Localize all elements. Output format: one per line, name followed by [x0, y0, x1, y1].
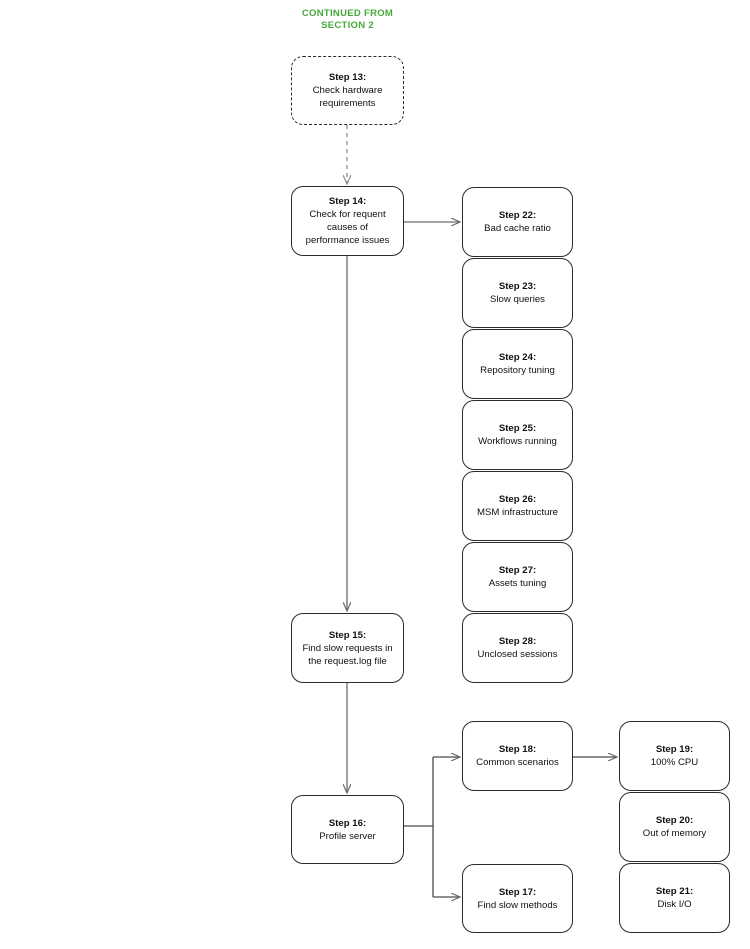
node-step19-title: Step 19:: [655, 744, 694, 755]
node-step24-desc: Repository tuning: [480, 365, 555, 376]
node-step21-desc: Disk I/O: [657, 899, 692, 910]
node-step15-desc: Find slow requests in the request.log fi…: [302, 642, 393, 667]
node-step25-desc: Workflows running: [478, 436, 557, 447]
node-step21-title: Step 21:: [655, 886, 694, 897]
node-step19[interactable]: Step 19: 100% CPU: [619, 721, 730, 791]
node-step17[interactable]: Step 17: Find slow methods: [462, 864, 573, 933]
node-step25[interactable]: Step 25: Workflows running: [462, 400, 573, 470]
node-step13-desc: Check hardware requirements: [312, 85, 383, 109]
node-step27-title: Step 27:: [498, 565, 537, 576]
node-step14[interactable]: Step 14: Check for requent causes of per…: [291, 186, 404, 256]
node-step27-desc: Assets tuning: [488, 578, 547, 589]
node-step16-title: Step 16:: [328, 817, 367, 829]
node-step28-title: Step 28:: [498, 636, 537, 647]
node-step22[interactable]: Step 22: Bad cache ratio: [462, 187, 573, 257]
node-step17-title: Step 17:: [498, 886, 537, 898]
node-step14-desc: Check for requent causes of performance …: [305, 209, 390, 246]
node-step25-title: Step 25:: [498, 423, 537, 434]
node-step22-desc: Bad cache ratio: [484, 223, 551, 234]
node-step26-title: Step 26:: [498, 494, 537, 505]
node-step26-desc: MSM infrastructure: [476, 507, 559, 518]
node-step27[interactable]: Step 27: Assets tuning: [462, 542, 573, 612]
node-step20-desc: Out of memory: [642, 828, 707, 839]
continued-from-label: CONTINUED FROM SECTION 2: [301, 8, 394, 31]
node-step20[interactable]: Step 20: Out of memory: [619, 792, 730, 862]
node-step14-title: Step 14:: [328, 196, 367, 207]
node-step18[interactable]: Step 18: Common scenarios: [462, 721, 573, 791]
node-step15[interactable]: Step 15: Find slow requests in the reque…: [291, 613, 404, 683]
node-step15-title: Step 15:: [328, 629, 367, 641]
node-step23-desc: Slow queries: [490, 294, 545, 305]
node-step24-title: Step 24:: [498, 352, 537, 363]
node-step21[interactable]: Step 21: Disk I/O: [619, 863, 730, 933]
node-step17-desc: Find slow methods: [477, 899, 558, 911]
node-step22-title: Step 22:: [498, 210, 537, 221]
node-step13[interactable]: Step 13: Check hardware requirements: [291, 56, 404, 125]
node-step23[interactable]: Step 23: Slow queries: [462, 258, 573, 328]
node-step26[interactable]: Step 26: MSM infrastructure: [462, 471, 573, 541]
node-step24[interactable]: Step 24: Repository tuning: [462, 329, 573, 399]
node-step16[interactable]: Step 16: Profile server: [291, 795, 404, 864]
node-step20-title: Step 20:: [655, 815, 694, 826]
node-step19-desc: 100% CPU: [650, 757, 699, 768]
node-step18-desc: Common scenarios: [476, 757, 559, 768]
node-step28[interactable]: Step 28: Unclosed sessions: [462, 613, 573, 683]
node-step18-title: Step 18:: [498, 744, 537, 755]
node-step28-desc: Unclosed sessions: [477, 649, 558, 660]
node-step16-desc: Profile server: [319, 830, 376, 842]
node-step23-title: Step 23:: [498, 281, 537, 292]
node-step13-title: Step 13:: [328, 72, 367, 83]
